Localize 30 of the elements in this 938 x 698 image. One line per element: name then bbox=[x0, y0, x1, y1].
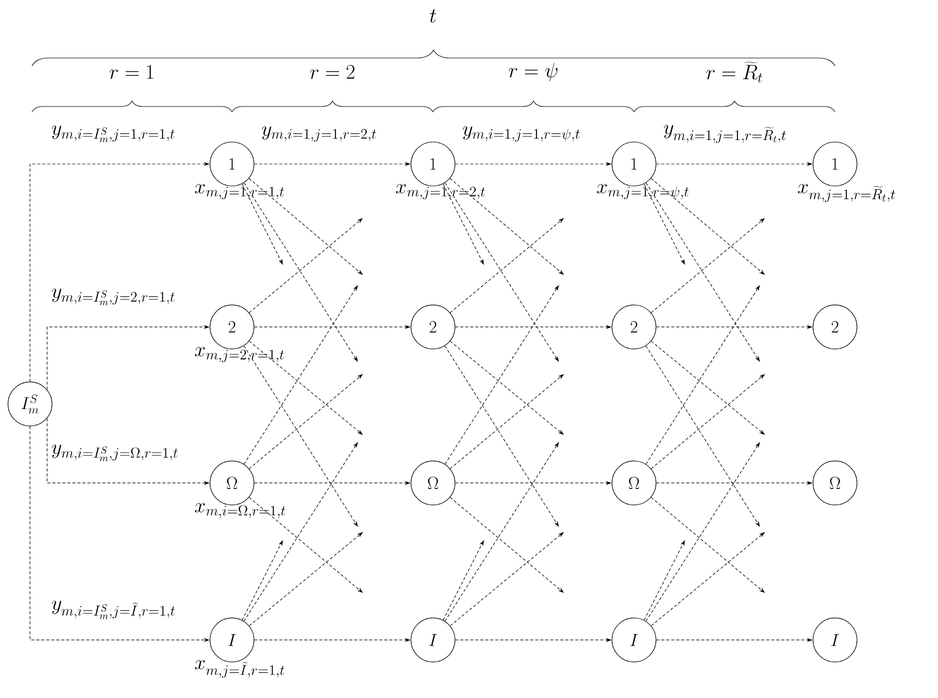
variable-label: $x_{m,j=2,r=1,t}$ bbox=[194, 347, 284, 362]
edge-label: $y_{m,i=I_m^S,j=2,r=1,t}$ bbox=[52, 288, 175, 306]
arrow bbox=[450, 497, 564, 593]
brace-label: $r=1$ bbox=[110, 64, 154, 79]
arrow bbox=[450, 218, 564, 314]
edge-label: $y_{m,i=1,j=1,r=\psi,t}$ bbox=[462, 126, 580, 142]
arrow bbox=[450, 340, 564, 435]
arrow bbox=[248, 497, 363, 593]
arrow bbox=[248, 178, 363, 275]
arrow bbox=[650, 218, 765, 314]
edge-label: $y_{m,i=I_m^S,j=1,r=1,t}$ bbox=[52, 126, 175, 142]
arrow bbox=[650, 497, 765, 593]
brace-label: $r=\widetilde{R}_t$ bbox=[706, 62, 762, 82]
variable-label: $x_{m,i=\Omega,r=1,t}$ bbox=[194, 503, 286, 518]
variable-label: $x_{m,j=\widetilde{I},r=1,t}$ bbox=[194, 660, 284, 678]
edge-label: $y_{m,i=I_m^S,j=\widetilde{I},r=1,t}$ bbox=[52, 600, 175, 620]
arrow bbox=[450, 178, 564, 275]
arrow bbox=[248, 218, 363, 314]
arrow bbox=[248, 340, 363, 435]
variable-label: $x_{m,j=1,r=\widetilde{R}_t,t}$ bbox=[798, 184, 896, 202]
arrow bbox=[650, 340, 765, 435]
arrow bbox=[248, 532, 363, 626]
edge-label: $y_{m,i=1,j=1,r=2,t}$ bbox=[262, 126, 376, 142]
arrow bbox=[650, 178, 765, 275]
edge-label: $y_{m,i=1,j=1,r=\widetilde{R}_t,t}$ bbox=[664, 124, 786, 143]
brace-label: $t$ bbox=[430, 9, 436, 23]
brace-label: $r=2$ bbox=[310, 64, 354, 79]
brace-label: $r=\psi$ bbox=[509, 62, 558, 82]
edge-label: $y_{m,i=I_m^S,j=\Omega,r=1,t}$ bbox=[52, 444, 178, 462]
arrow bbox=[650, 532, 765, 626]
